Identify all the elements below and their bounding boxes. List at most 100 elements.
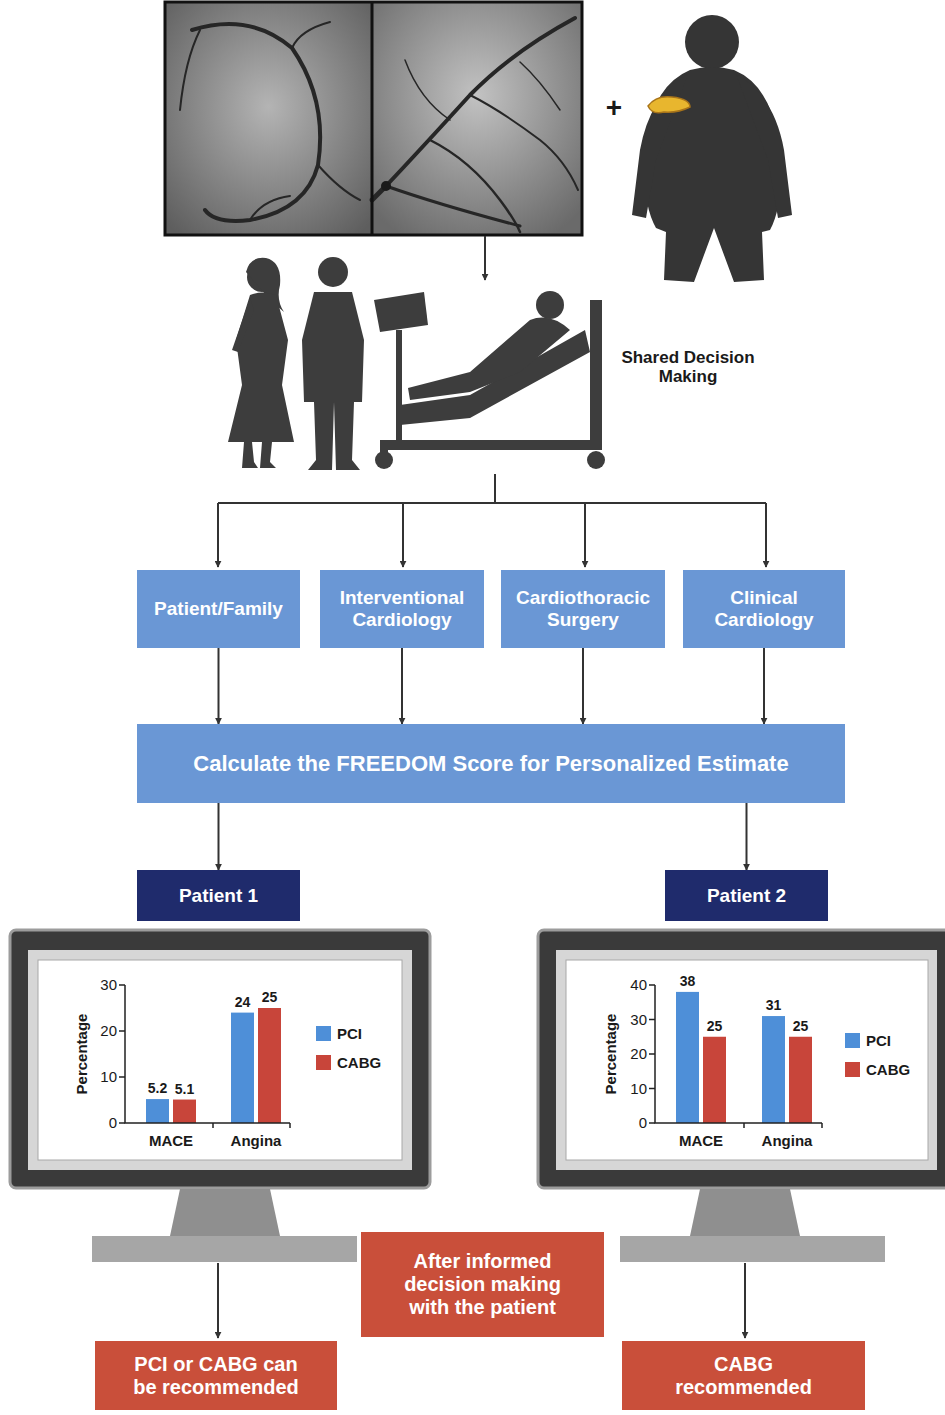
shared-decision-figures [380, 450, 388, 456]
angiogram [250, 196, 290, 220]
box-text: Cardiothoracic Surgery [509, 587, 657, 631]
pancreas [648, 97, 690, 113]
axis-tick-mark [119, 1122, 125, 1124]
category-label: MACE [149, 1133, 193, 1150]
flow-arrow [218, 803, 220, 870]
bar [231, 1013, 254, 1123]
box-text: Interventional Cardiology [328, 587, 476, 631]
obese-figure [632, 74, 688, 218]
angiogram [430, 140, 520, 232]
angiogram [386, 186, 520, 226]
axis-tick-mark [743, 1123, 745, 1128]
shared-decision-figures [375, 451, 393, 469]
category-label: Angina [762, 1133, 813, 1150]
angiogram [386, 18, 575, 186]
category-label: Angina [231, 1133, 282, 1150]
team-box: Patient/Family [137, 570, 300, 648]
axis-line [125, 985, 290, 1123]
axis-tick-mark [649, 1053, 655, 1055]
flow-line [218, 502, 766, 504]
angiogram [292, 22, 330, 48]
shared-decision-figures [228, 257, 605, 470]
box-text: Patient/Family [154, 598, 283, 620]
box-text: After informed decision making with the … [389, 1250, 576, 1319]
obese-figure [685, 15, 739, 69]
bar-value: 38 [676, 974, 699, 989]
axis-tick: 0 [639, 1115, 647, 1132]
monitor [92, 1236, 357, 1262]
legend-text: PCI [866, 1033, 891, 1048]
shared-decision-figures [302, 292, 364, 470]
plus-sign: + [606, 93, 622, 124]
monitor [170, 1189, 280, 1236]
monitor [28, 950, 412, 1170]
illustration-caption: Shared Decision Making [612, 349, 764, 386]
legend-text: PCI [337, 1026, 362, 1041]
legend-swatch [316, 1026, 331, 1041]
legend-swatch [316, 1055, 331, 1070]
flow-line [217, 1263, 219, 1338]
chart-axis [649, 985, 822, 1128]
angiogram [192, 24, 320, 221]
angiogram [165, 2, 582, 235]
bar-value: 25 [258, 990, 281, 1005]
flow-line [217, 503, 219, 567]
box-text: Patient 1 [179, 885, 258, 907]
shared-decision-figures [408, 318, 570, 400]
angiogram [180, 30, 200, 110]
bar-value: 24 [231, 995, 254, 1010]
flow-arrow [218, 648, 220, 724]
axis-title: Percentage [603, 1014, 620, 1095]
axis-tick-mark [289, 1123, 291, 1128]
axis-tick: 10 [630, 1080, 647, 1097]
axis-tick-mark [649, 1019, 655, 1021]
note-box: After informed decision making with the … [361, 1232, 604, 1337]
legend-text: CABG [337, 1055, 381, 1070]
flow-arrow [763, 648, 765, 724]
team-box: Clinical Cardiology [683, 570, 845, 648]
box-text: PCI or CABG can be recommended [123, 1353, 309, 1399]
axis-tick-mark [212, 1123, 214, 1128]
bar-value: 31 [762, 998, 785, 1013]
angiogram [470, 95, 578, 190]
category-label: MACE [679, 1133, 723, 1150]
obese-figure [632, 15, 792, 282]
bar [146, 1099, 169, 1123]
box-text: Patient 2 [707, 885, 786, 907]
flow-line [765, 503, 767, 567]
angiogram [405, 60, 450, 120]
axis-tick: 10 [100, 1069, 117, 1086]
axis-tick: 20 [630, 1046, 647, 1063]
bar [173, 1100, 196, 1123]
shared-decision-figures [536, 291, 564, 319]
shared-decision-figures [374, 292, 428, 332]
angiogram [520, 62, 560, 110]
axis-line [655, 985, 822, 1123]
axis-tick-mark [119, 984, 125, 986]
monitor [10, 930, 430, 1188]
bar-value: 25 [703, 1019, 726, 1034]
patient-box: Patient 1 [137, 870, 300, 921]
flow-line [744, 1263, 746, 1338]
axis-tick: 20 [100, 1023, 117, 1040]
monitor [10, 930, 945, 1262]
shared-decision-figures [232, 298, 254, 352]
axis-tick-mark [649, 1122, 655, 1124]
shared-decision-figures [318, 257, 348, 287]
shared-decision-figures [228, 293, 294, 469]
angiogram [381, 181, 391, 191]
monitor [690, 1189, 800, 1236]
monitor [538, 930, 945, 1188]
monitor [38, 960, 402, 1160]
monitor [620, 1236, 885, 1262]
axis-tick-mark [821, 1123, 823, 1128]
obese-figure [736, 74, 792, 218]
shared-decision-figures [590, 300, 602, 450]
angiogram [165, 2, 582, 235]
bar-value: 5.2 [146, 1081, 169, 1096]
shared-decision-figures [587, 451, 605, 469]
axis-tick-mark [649, 1088, 655, 1090]
monitor [566, 960, 928, 1160]
